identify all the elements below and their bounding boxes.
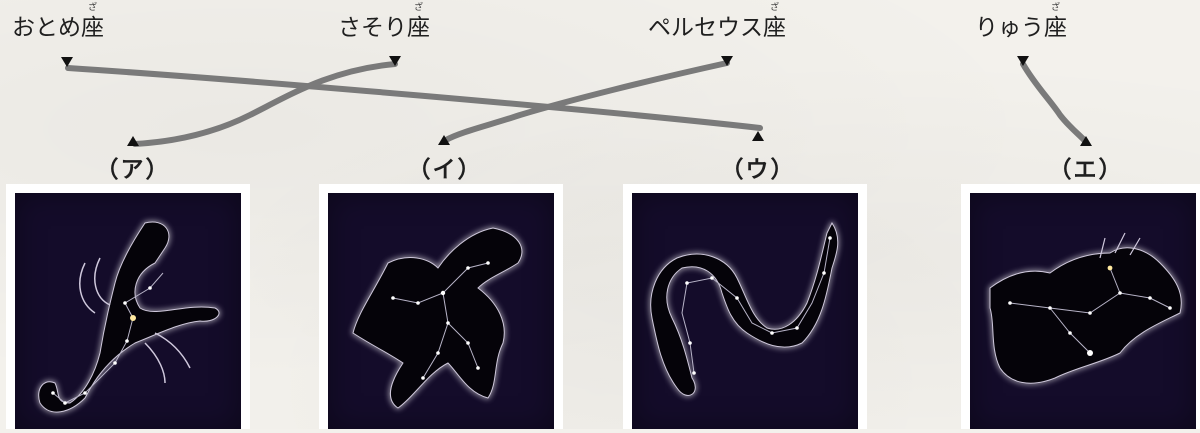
anchor-up-icon (438, 135, 450, 145)
line-sasori-a (132, 61, 398, 147)
card-label-u: （ウ） (720, 157, 796, 183)
scorpion-constellation-icon (37, 221, 220, 413)
constellation-name-perseus: ペルセウスざ座 (648, 3, 786, 41)
line-perseus-i (443, 60, 730, 143)
dragon-constellation-icon (649, 221, 839, 397)
constellation-name-ryu: りゅうざ座 (975, 3, 1067, 41)
constellation-name-sasori: さそりざ座 (338, 3, 430, 41)
constellation-name-otome: おとめざ座 (12, 3, 104, 41)
anchor-up-icon (752, 131, 764, 141)
card-label-e: （エ） (1048, 157, 1124, 183)
card-label-a: （ア） (95, 157, 171, 183)
constellation-card-a (6, 184, 250, 429)
line-otome-u (65, 65, 763, 131)
maiden-constellation-icon (989, 232, 1183, 385)
anchor-down-icon (61, 57, 73, 67)
hero-constellation-icon (351, 226, 523, 410)
anchor-down-icon (389, 56, 401, 66)
anchor-down-icon (1017, 56, 1029, 66)
anchor-up-icon (1080, 136, 1092, 146)
constellation-card-i (319, 184, 563, 429)
constellation-card-e (961, 184, 1200, 429)
anchor-up-icon (127, 136, 139, 146)
card-label-i: （イ） (407, 157, 483, 183)
constellation-card-u (623, 184, 867, 429)
anchor-down-icon (721, 56, 733, 66)
line-ryu-e (1020, 61, 1089, 145)
